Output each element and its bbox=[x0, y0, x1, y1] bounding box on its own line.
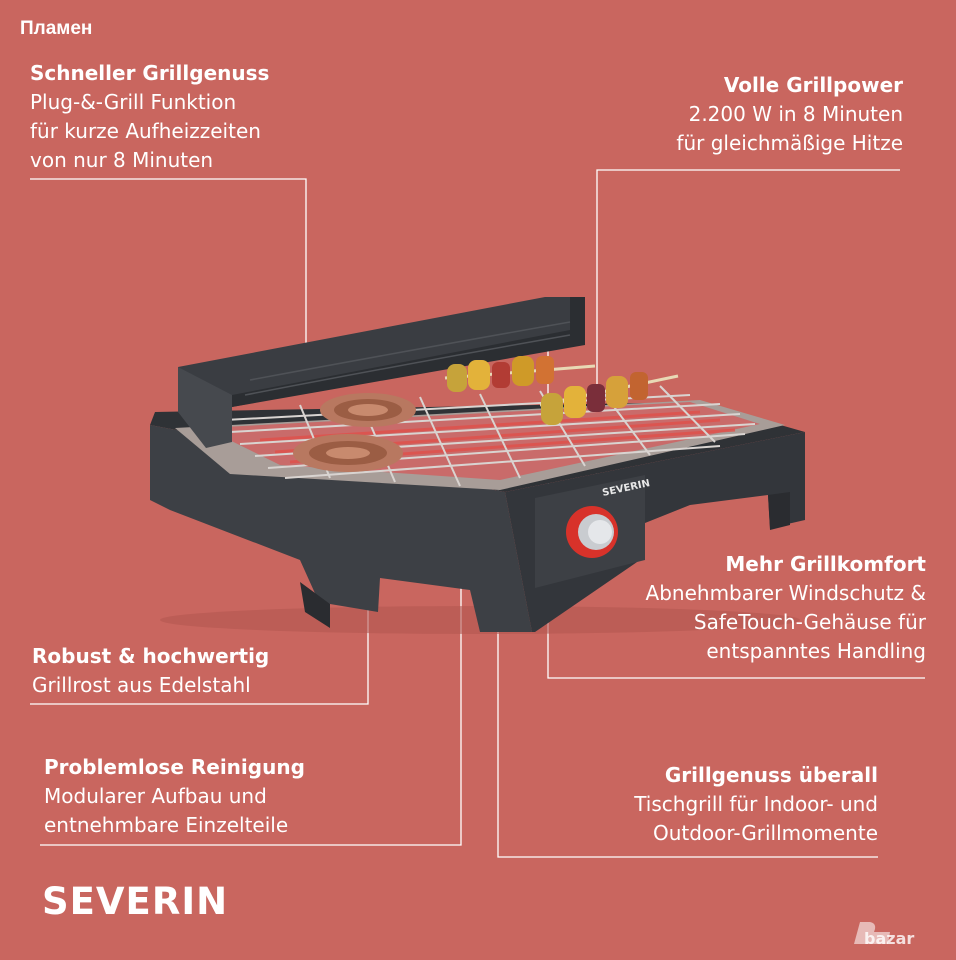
feature-line: Abnehmbarer Windschutz & bbox=[645, 581, 926, 605]
feature-line: Grillrost aus Edelstahl bbox=[32, 673, 251, 697]
skewers bbox=[444, 356, 679, 425]
leader-line-quick bbox=[30, 178, 307, 347]
feature-cleaning: Problemlose Reinigung Modularer Aufbau u… bbox=[44, 753, 305, 840]
feature-title: Robust & hochwertig bbox=[32, 644, 270, 668]
feature-title: Mehr Grillkomfort bbox=[725, 552, 926, 576]
feature-quick: Schneller Grillgenuss Plug-&-Grill Funkt… bbox=[30, 59, 269, 175]
feature-line: 2.200 W in 8 Minuten bbox=[688, 102, 903, 126]
feature-title: Problemlose Reinigung bbox=[44, 755, 305, 779]
feature-line: für gleichmäßige Hitze bbox=[676, 131, 903, 155]
sausages bbox=[293, 393, 416, 472]
feature-line: Plug-&-Grill Funktion bbox=[30, 90, 237, 114]
feature-line: entspanntes Handling bbox=[706, 639, 926, 663]
user-name-tag: Пламен bbox=[20, 18, 93, 39]
feature-line: entnehmbare Einzelteile bbox=[44, 813, 289, 837]
watermark-text: bazar bbox=[864, 929, 914, 948]
feature-title: Grillgenuss überall bbox=[664, 763, 878, 787]
control-panel bbox=[535, 475, 645, 588]
bazar-watermark-logo: bazar bbox=[854, 922, 914, 948]
feature-line: Tischgrill für Indoor- und bbox=[634, 792, 878, 816]
feature-line: von nur 8 Minuten bbox=[30, 148, 214, 172]
feature-line: SafeTouch-Gehäuse für bbox=[693, 610, 926, 634]
feature-power: Volle Grillpower 2.200 W in 8 Minuten fü… bbox=[676, 71, 903, 158]
feature-line: Outdoor-Grillmomente bbox=[652, 821, 878, 845]
feature-anywhere: Grillgenuss überall Tischgrill für Indoo… bbox=[634, 761, 878, 848]
brand-logo: SEVERIN bbox=[42, 880, 229, 923]
feature-line: für kurze Aufheizzeiten bbox=[30, 119, 261, 143]
feature-comfort: Mehr Grillkomfort Abnehmbarer Windschutz… bbox=[646, 550, 926, 666]
feature-title: Schneller Grillgenuss bbox=[30, 61, 270, 85]
feature-line: Modularer Aufbau und bbox=[44, 784, 267, 808]
feature-robust: Robust & hochwertig Grillrost aus Edelst… bbox=[32, 642, 269, 700]
windshield bbox=[178, 297, 585, 448]
feature-title: Volle Grillpower bbox=[723, 73, 903, 97]
